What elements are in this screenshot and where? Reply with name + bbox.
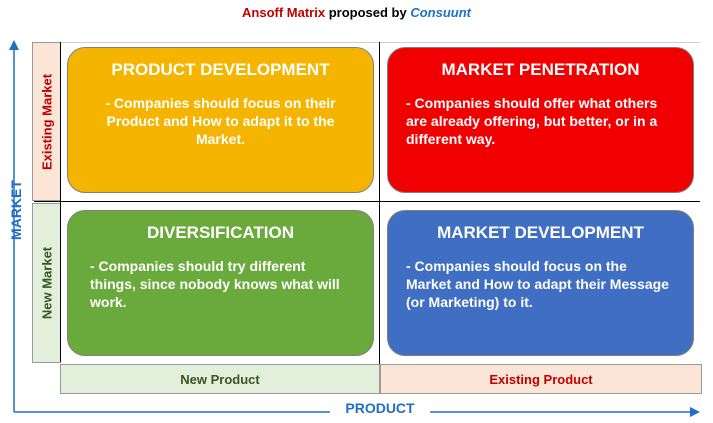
grid-top-border xyxy=(60,42,700,43)
grid-vertical-divider xyxy=(379,42,380,394)
row-label-existing-market: Existing Market xyxy=(32,42,61,201)
row-label-new-market-text: New Market xyxy=(39,246,54,320)
title-part-brand: Consuunt xyxy=(410,5,471,20)
x-axis-arrowhead xyxy=(690,407,700,417)
grid-horizontal-divider xyxy=(34,201,700,202)
quadrant-description: - Companies should focus on the Market a… xyxy=(406,258,669,310)
y-axis-arrowhead xyxy=(9,40,19,50)
row-label-new-market: New Market xyxy=(32,203,61,363)
quadrant-title: PRODUCT DEVELOPMENT xyxy=(111,60,330,79)
page-title: Ansoff Matrix proposed by Consuunt xyxy=(0,5,713,20)
grid-left-border xyxy=(60,42,61,362)
quadrant-title: MARKET DEVELOPMENT xyxy=(437,223,644,242)
quadrant-description: - Companies should try different things,… xyxy=(90,258,340,310)
quadrant-description: - Companies should offer what others are… xyxy=(406,95,658,147)
quadrant-description: - Companies should focus on their Produc… xyxy=(105,95,336,147)
row-label-existing-market-text: Existing Market xyxy=(39,73,54,170)
quadrant-market-penetration: MARKET PENETRATION - Companies should of… xyxy=(387,47,694,193)
quadrant-product-development: PRODUCT DEVELOPMENT - Companies should f… xyxy=(67,47,374,193)
y-axis-label-wrap: MARKET xyxy=(2,180,30,240)
column-label-existing-product: Existing Product xyxy=(380,364,702,394)
y-axis-label: MARKET xyxy=(8,180,24,240)
column-label-new-product: New Product xyxy=(60,364,380,394)
quadrant-title: MARKET PENETRATION xyxy=(441,60,640,79)
quadrant-diversification: DIVERSIFICATION - Companies should try d… xyxy=(67,210,374,356)
quadrant-title: DIVERSIFICATION xyxy=(146,223,295,242)
x-axis-label: PRODUCT xyxy=(330,400,430,416)
title-part-name: Ansoff Matrix xyxy=(242,5,326,20)
title-part-proposed: proposed by xyxy=(325,5,411,20)
quadrant-market-development: MARKET DEVELOPMENT - Companies should fo… xyxy=(387,210,694,356)
